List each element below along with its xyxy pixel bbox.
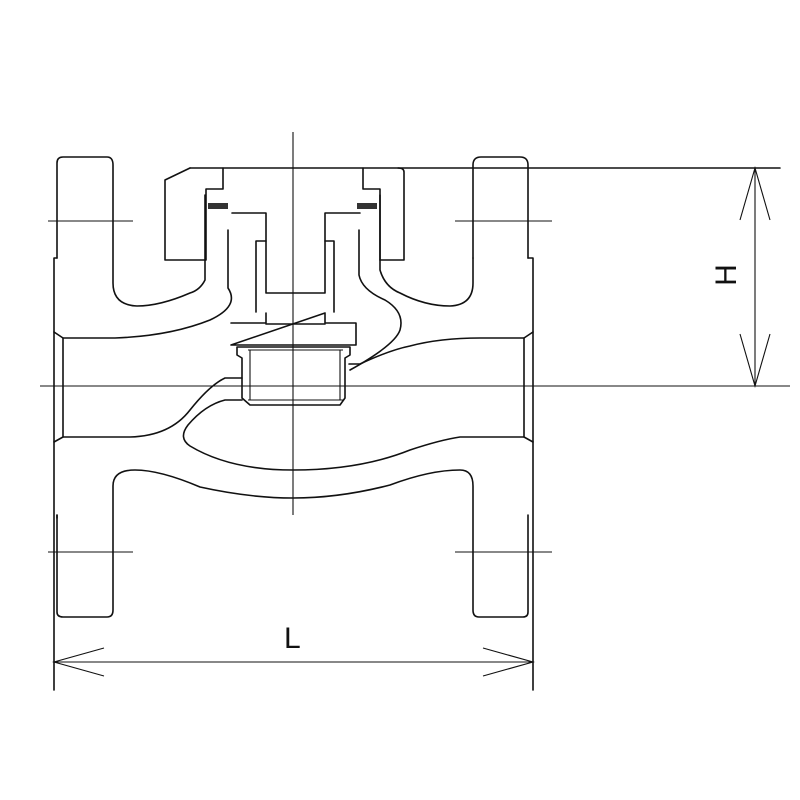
gasket-left [208,203,228,209]
gasket-right [357,203,377,209]
length-label: L [284,622,301,655]
height-label: H [709,264,743,286]
bolt-center-lines [48,220,552,553]
valve-body [53,156,781,691]
length-dimension [51,647,536,677]
height-dimension [739,166,771,388]
